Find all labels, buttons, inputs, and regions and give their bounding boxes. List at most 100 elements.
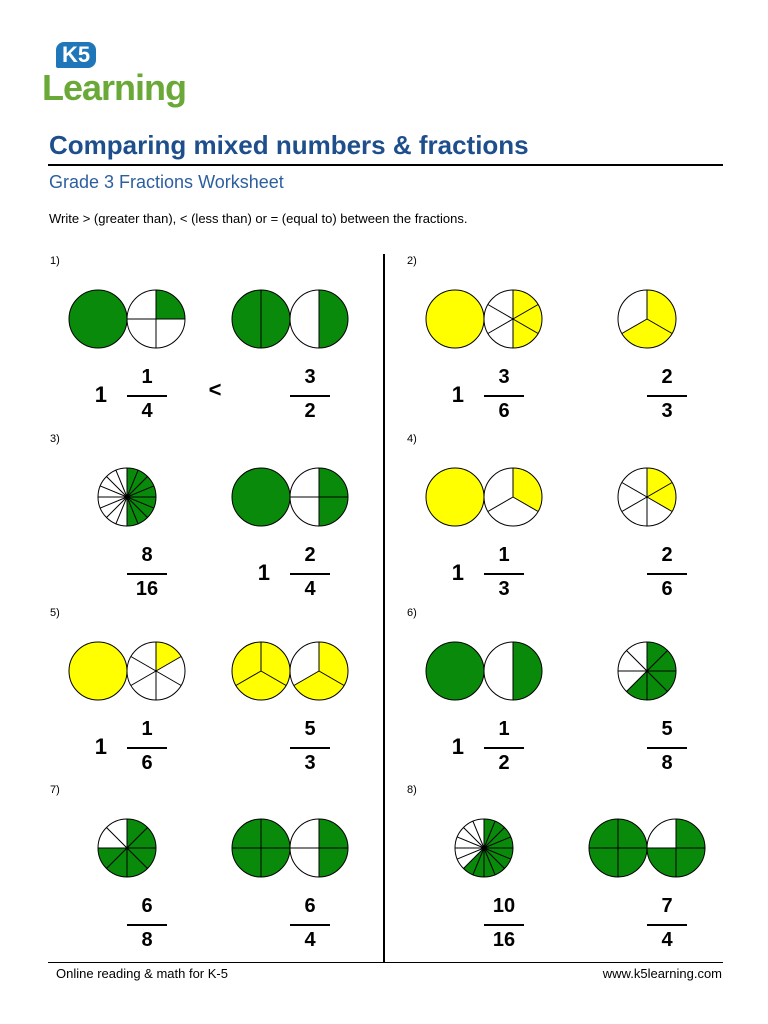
problem-number: 1) — [50, 255, 60, 267]
sector-line — [487, 318, 514, 334]
whole-number: 1 — [451, 382, 464, 407]
sector-line — [318, 670, 345, 686]
footer-url[interactable]: www.k5learning.com — [602, 966, 722, 981]
denominator: 16 — [492, 929, 516, 951]
sector-line — [483, 827, 505, 849]
sector-line — [621, 482, 648, 498]
numerator: 1 — [498, 544, 510, 566]
sector-line — [646, 650, 668, 672]
page-title: Comparing mixed numbers & fractions — [49, 130, 529, 160]
sector-line — [472, 821, 485, 849]
column-divider — [383, 254, 385, 962]
circle-outline — [617, 641, 677, 701]
whole-number: 1 — [451, 560, 464, 585]
fraction-circle — [289, 641, 349, 701]
fraction-circle — [483, 641, 543, 701]
problem-number: 3) — [50, 433, 60, 445]
fraction-bar — [290, 747, 330, 749]
numerator: 1 — [141, 366, 153, 388]
problem-number: 8) — [407, 784, 417, 796]
fraction-bar — [484, 747, 524, 749]
sector-line — [487, 304, 514, 320]
sector-line — [512, 304, 539, 320]
sector-line — [457, 836, 485, 849]
sector-line — [106, 476, 128, 498]
denominator: 6 — [498, 400, 510, 422]
fraction-bar — [127, 395, 167, 397]
fraction-bar — [290, 924, 330, 926]
denominator: 2 — [498, 752, 510, 774]
denominator: 8 — [661, 752, 673, 774]
sector-line — [106, 847, 128, 869]
sector-line — [621, 496, 648, 512]
circle-background — [426, 290, 484, 348]
sector-line — [646, 318, 673, 334]
whole-number: 1 — [94, 734, 107, 759]
numerator: 8 — [141, 544, 153, 566]
sector-line — [106, 827, 128, 849]
numerator: 6 — [141, 895, 153, 917]
numerator: 1 — [141, 718, 153, 740]
sector-line — [235, 670, 262, 686]
denominator: 2 — [304, 400, 316, 422]
fraction-bar — [127, 573, 167, 575]
sector-line — [512, 496, 539, 512]
fraction-bar — [647, 924, 687, 926]
sector-line — [100, 496, 128, 509]
logo-badge: K5 — [56, 42, 96, 68]
fraction-circle — [231, 818, 291, 878]
denominator: 4 — [304, 929, 316, 951]
numerator: 5 — [661, 718, 673, 740]
shaded-sector — [319, 290, 348, 348]
sector-line — [626, 670, 648, 692]
denominator: 8 — [141, 929, 153, 951]
fraction-circle — [425, 467, 485, 527]
fraction-circle — [126, 289, 186, 349]
shaded-sector — [293, 642, 348, 700]
sector-line — [483, 847, 511, 860]
fraction-bar — [484, 395, 524, 397]
whole-number: 1 — [94, 382, 107, 407]
sector-line — [126, 496, 154, 509]
fraction-bar — [127, 747, 167, 749]
circle-outline — [289, 289, 349, 349]
answer-slot[interactable]: < — [208, 377, 222, 402]
fraction-circle — [289, 289, 349, 349]
numerator: 6 — [304, 895, 316, 917]
denominator: 3 — [304, 752, 316, 774]
circle-outline — [126, 289, 186, 349]
circle-background — [232, 468, 290, 526]
sector-line — [126, 847, 148, 869]
circle-outline — [97, 467, 157, 527]
sector-line — [463, 847, 485, 869]
denominator: 6 — [661, 578, 673, 600]
circle-outline — [97, 818, 157, 878]
circle-background — [426, 468, 484, 526]
sector-line — [483, 847, 496, 875]
fraction-circle — [289, 467, 349, 527]
fraction-bar — [484, 573, 524, 575]
circle-background — [426, 642, 484, 700]
circle-background — [69, 290, 127, 348]
fraction-bar — [127, 924, 167, 926]
fraction-bar — [290, 395, 330, 397]
fraction-circle — [483, 289, 543, 349]
numerator: 3 — [304, 366, 316, 388]
sector-line — [130, 670, 157, 686]
fraction-bar — [290, 573, 330, 575]
sector-line — [130, 656, 157, 672]
footer-tagline: Online reading & math for K-5 — [56, 966, 228, 981]
sector-line — [626, 650, 648, 672]
sector-line — [106, 496, 128, 518]
sector-line — [483, 836, 511, 849]
numerator: 2 — [661, 366, 673, 388]
sector-line — [126, 476, 148, 498]
